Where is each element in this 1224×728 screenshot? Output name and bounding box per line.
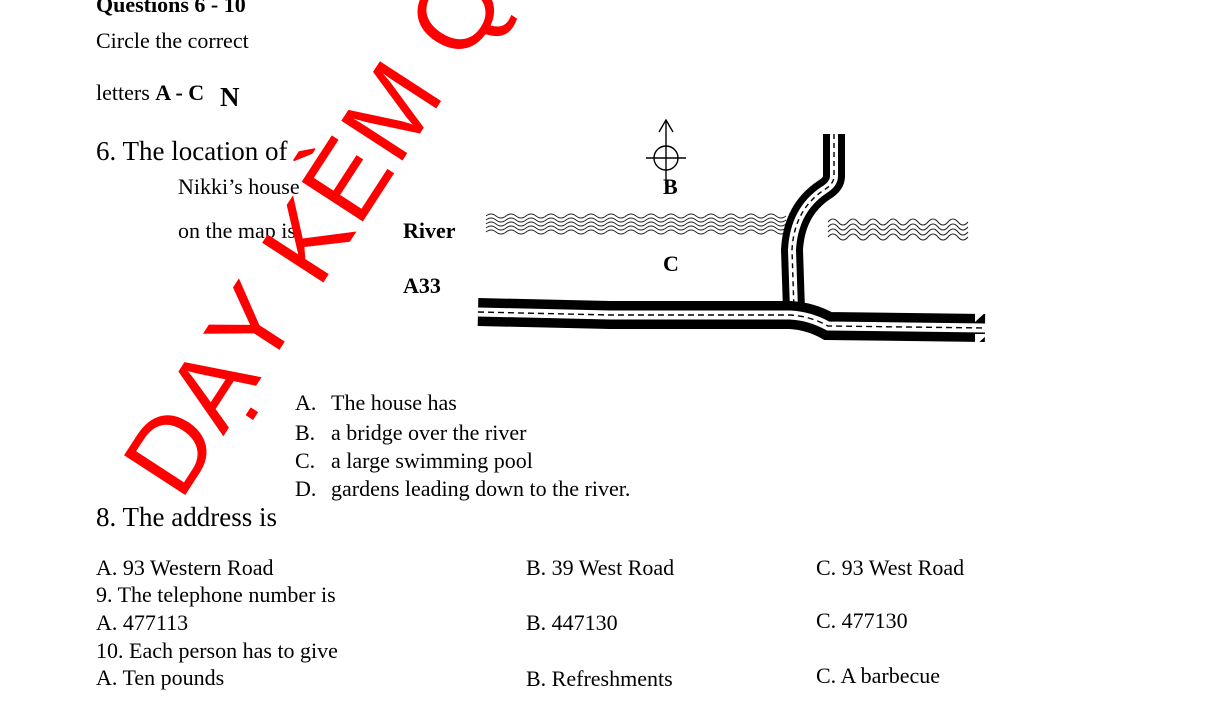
q9-option-c[interactable]: C. 477130 <box>816 608 908 633</box>
map-label-b: B <box>663 174 678 199</box>
q6-title: 6. The location of <box>96 136 288 166</box>
q7-option-b[interactable]: B.a bridge over the river <box>295 420 527 445</box>
map-label-river: River <box>403 218 456 243</box>
q8-option-c[interactable]: C. 93 West Road <box>816 555 965 580</box>
q9-option-b[interactable]: B. 447130 <box>526 610 618 635</box>
q8-title: 8. The address is <box>96 502 277 532</box>
q6-line-3: on the map is <box>178 218 296 243</box>
river-right <box>827 218 969 241</box>
q10-option-a[interactable]: A. Ten pounds <box>96 665 225 690</box>
instruction-letters: A - C <box>155 80 205 105</box>
main-road-a33 <box>477 298 988 346</box>
q9-option-a[interactable]: A. 477113 <box>96 610 189 635</box>
instruction-line-2: letters A - C <box>96 80 204 106</box>
map-label-a33: A33 <box>403 273 441 298</box>
map-label-c: C <box>663 251 679 276</box>
q7-option-c[interactable]: C.a large swimming pool <box>295 448 533 473</box>
instruction-line-1: Circle the correct <box>96 28 249 53</box>
q7-option-a[interactable]: A.The house has <box>295 390 457 415</box>
instruction-text: letters <box>96 80 156 105</box>
q10-title: 10. Each person has to give <box>96 638 338 663</box>
q10-option-c[interactable]: C. A barbecue <box>816 663 941 688</box>
vertical-road <box>780 134 845 311</box>
q7-option-d[interactable]: D.gardens leading down to the river. <box>295 476 631 501</box>
location-map: B C <box>477 118 988 346</box>
q8-option-a[interactable]: A. 93 Western Road <box>96 555 274 580</box>
section-heading: Questions 6 - 10 <box>96 0 246 17</box>
compass-north-letter: N <box>220 82 240 112</box>
q6-line-2: Nikki’s house <box>178 174 300 199</box>
q9-title: 9. The telephone number is <box>96 582 336 607</box>
q8-option-b[interactable]: B. 39 West Road <box>526 555 675 580</box>
q10-option-b[interactable]: B. Refreshments <box>526 666 673 691</box>
compass-icon <box>646 118 686 184</box>
river-left <box>485 213 787 235</box>
